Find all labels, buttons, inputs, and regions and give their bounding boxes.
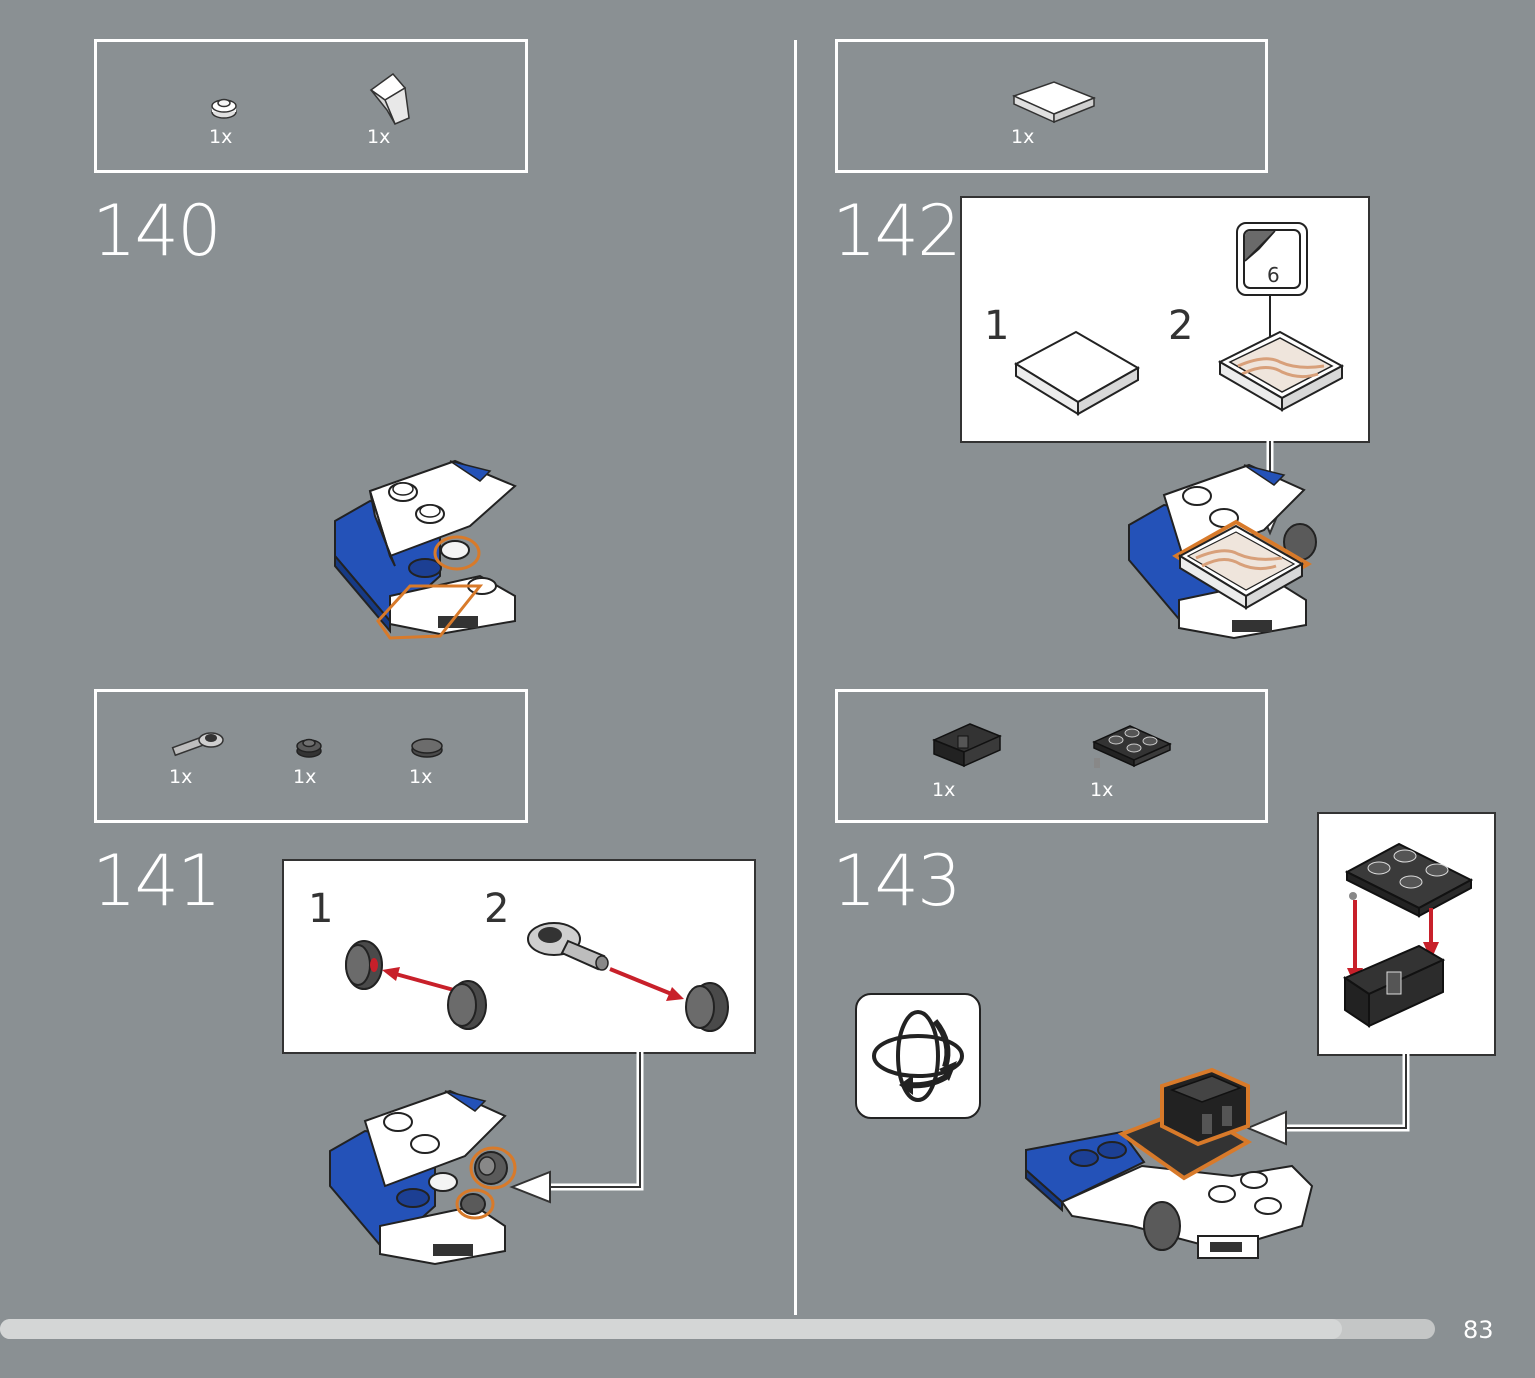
sticker-sheet-reference: 6	[1236, 222, 1308, 296]
part-quantity: 1x	[409, 766, 433, 788]
part-quantity: 1x	[1090, 779, 1114, 801]
rotate-model-icon	[855, 993, 981, 1119]
steering-arm-gray-icon	[171, 732, 224, 757]
substep-2-illustration	[1217, 296, 1345, 412]
substep-number: 2	[1168, 303, 1194, 349]
progress-bar	[0, 1319, 1435, 1339]
subassembly-illustration	[1342, 842, 1474, 1028]
substep-2-illustration	[527, 922, 729, 1032]
rotate-arrows-icon	[872, 1010, 964, 1102]
part-quantity: 1x	[169, 766, 193, 788]
substep-1-illustration	[345, 940, 487, 1030]
part-quantity: 1x	[209, 126, 233, 148]
model-assembly-step-140	[334, 459, 517, 640]
substep-number: 2	[484, 886, 510, 932]
substep-callout-step-141: 1 2	[282, 859, 756, 1054]
parts-list-step-141: 1x 1x 1x	[94, 689, 528, 823]
part-quantity: 1x	[293, 766, 317, 788]
substep-1-illustration	[1013, 330, 1141, 416]
round-plate-dark-icon	[296, 738, 322, 758]
page-column-divider	[794, 40, 797, 1315]
substep-callout-step-143	[1317, 812, 1496, 1056]
tile-2x2-white-icon	[1011, 81, 1097, 124]
progress-bar-fill	[0, 1319, 1342, 1339]
plate-2x2-pin-black-icon	[1092, 725, 1172, 768]
hinge-bracket-black-icon	[932, 723, 1002, 768]
model-assembly-step-142	[1128, 463, 1317, 640]
substep-number: 1	[308, 886, 334, 932]
step-number: 140	[92, 190, 222, 272]
substep-callout-step-142: 1 2 6	[960, 196, 1370, 443]
parts-list-step-142: 1x	[835, 39, 1268, 173]
substep-number: 1	[984, 303, 1010, 349]
part-quantity: 1x	[932, 779, 956, 801]
sticker-number: 6	[1267, 263, 1280, 287]
wedge-slope-white-icon	[369, 72, 410, 125]
round-tile-dark-icon	[411, 738, 443, 758]
step-number: 142	[832, 190, 962, 272]
step-number: 141	[92, 840, 222, 922]
part-quantity: 1x	[367, 126, 391, 148]
callout-pointer-line	[509, 1052, 644, 1204]
round-plate-white-icon	[211, 98, 237, 119]
part-quantity: 1x	[1011, 126, 1035, 148]
step-number: 143	[832, 840, 962, 922]
parts-list-step-140: 1x 1x	[94, 39, 528, 173]
page-number: 83	[1463, 1316, 1494, 1344]
parts-list-step-143: 1x 1x	[835, 689, 1268, 823]
sticker-icon: 6	[1243, 229, 1301, 289]
sticker-peel-icon	[1245, 231, 1276, 262]
model-assembly-step-141	[329, 1089, 517, 1266]
callout-pointer-line	[1245, 1054, 1410, 1146]
model-assembly-step-143	[1025, 1067, 1314, 1259]
